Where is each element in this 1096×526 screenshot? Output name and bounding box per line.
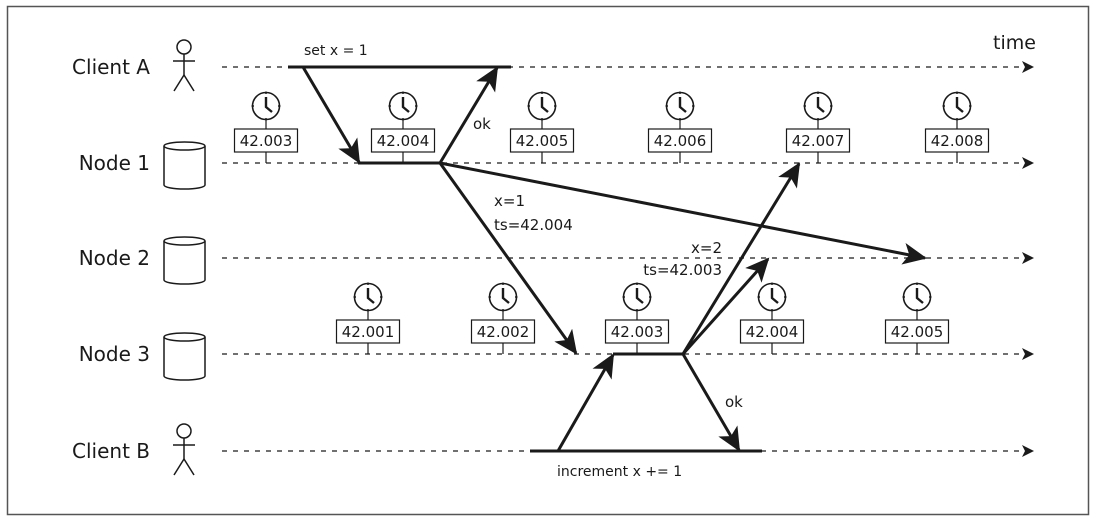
person-icon <box>173 423 195 476</box>
lane-clientB: Client B <box>72 423 1034 476</box>
lane-node3: Node 3 <box>79 332 1034 381</box>
time-axis-label: time <box>993 32 1036 54</box>
clock-node3-4: 42.005 <box>884 282 950 354</box>
clock-node3-0: 42.001 <box>335 282 401 354</box>
timestamp-value: 42.004 <box>377 132 430 150</box>
lane-label: Node 3 <box>79 342 150 366</box>
timestamp-value: 42.008 <box>931 132 984 150</box>
lane-node2: Node 2 <box>79 236 1034 285</box>
timestamp-box <box>785 128 851 153</box>
clock-node1-2: 42.005 <box>509 91 575 163</box>
timestamp-value: 42.005 <box>516 132 569 150</box>
timestamp-box <box>924 128 990 153</box>
arrow-node3-to-node1 <box>681 162 801 355</box>
database-icon <box>163 141 206 190</box>
clock-node3-1: 42.002 <box>470 282 536 354</box>
timestamp-box <box>470 319 536 344</box>
timestamp-value: 42.003 <box>611 323 664 341</box>
clock-icon <box>388 91 418 121</box>
clock-icon <box>251 91 281 121</box>
ok-label-client-b: ok <box>725 393 743 411</box>
timestamp-box <box>604 319 670 344</box>
timestamp-value: 42.005 <box>891 323 944 341</box>
arrow-clientB-to-node3 <box>556 353 615 452</box>
clock-node3-3: 42.004 <box>739 282 805 354</box>
x1-label: x=1 <box>494 192 525 210</box>
clock-node3-2: 42.003 <box>604 282 670 354</box>
timestamp-value: 42.001 <box>342 323 395 341</box>
arrow-node1-ok-to-clientA <box>438 66 499 164</box>
clock-node1-4: 42.007 <box>785 91 851 163</box>
timestamp-box <box>370 128 436 153</box>
clocks: 42.003 42.004 42.005 42.006 42.007 42.008 42.0… <box>233 91 990 354</box>
lane-label: Node 1 <box>79 151 150 175</box>
timestamp-box <box>509 128 575 153</box>
lane-label: Node 2 <box>79 246 150 270</box>
clock-icon <box>665 91 695 121</box>
clock-node1-5: 42.008 <box>924 91 990 163</box>
ts2-label: ts=42.003 <box>643 261 722 279</box>
ts1-label: ts=42.004 <box>494 216 573 234</box>
set-x-label: set x = 1 <box>304 43 368 59</box>
timestamp-value: 42.007 <box>792 132 845 150</box>
timestamp-value: 42.002 <box>477 323 530 341</box>
lanes: Client A Node 1 Node 2 Node 3 Client B <box>72 39 1034 476</box>
timestamp-value: 42.006 <box>654 132 707 150</box>
timestamp-box <box>647 128 713 153</box>
clock-icon <box>353 282 383 312</box>
lane-label: Client A <box>72 55 150 79</box>
arrow-node1-to-node2 <box>439 161 927 265</box>
x2-label: x=2 <box>691 239 722 257</box>
clock-node1-0: 42.003 <box>233 91 299 163</box>
arrow-node3-to-node2 <box>681 257 770 356</box>
lane-node1: Node 1 <box>79 141 1034 190</box>
lane-label: Client B <box>72 439 150 463</box>
clock-icon <box>527 91 557 121</box>
ok-label-client-a: ok <box>473 115 491 133</box>
timestamp-box <box>739 319 805 344</box>
database-icon <box>163 332 206 381</box>
timestamp-value: 42.004 <box>746 323 799 341</box>
clock-node1-3: 42.006 <box>647 91 713 163</box>
person-icon <box>173 39 195 92</box>
arrow-clientA-to-node1 <box>301 66 361 164</box>
database-icon <box>163 236 206 285</box>
timestamp-box <box>884 319 950 344</box>
message-arrows <box>301 66 927 452</box>
clock-icon <box>902 282 932 312</box>
timestamp-value: 42.003 <box>240 132 293 150</box>
increment-label: increment x += 1 <box>557 464 682 480</box>
clock-node1-1: 42.004 <box>370 91 436 163</box>
timestamp-box <box>335 319 401 344</box>
arrow-node1-to-node3 <box>438 162 578 355</box>
clock-icon <box>757 282 787 312</box>
arrow-node3-ok-to-clientB <box>681 353 741 452</box>
timestamp-box <box>233 128 299 153</box>
